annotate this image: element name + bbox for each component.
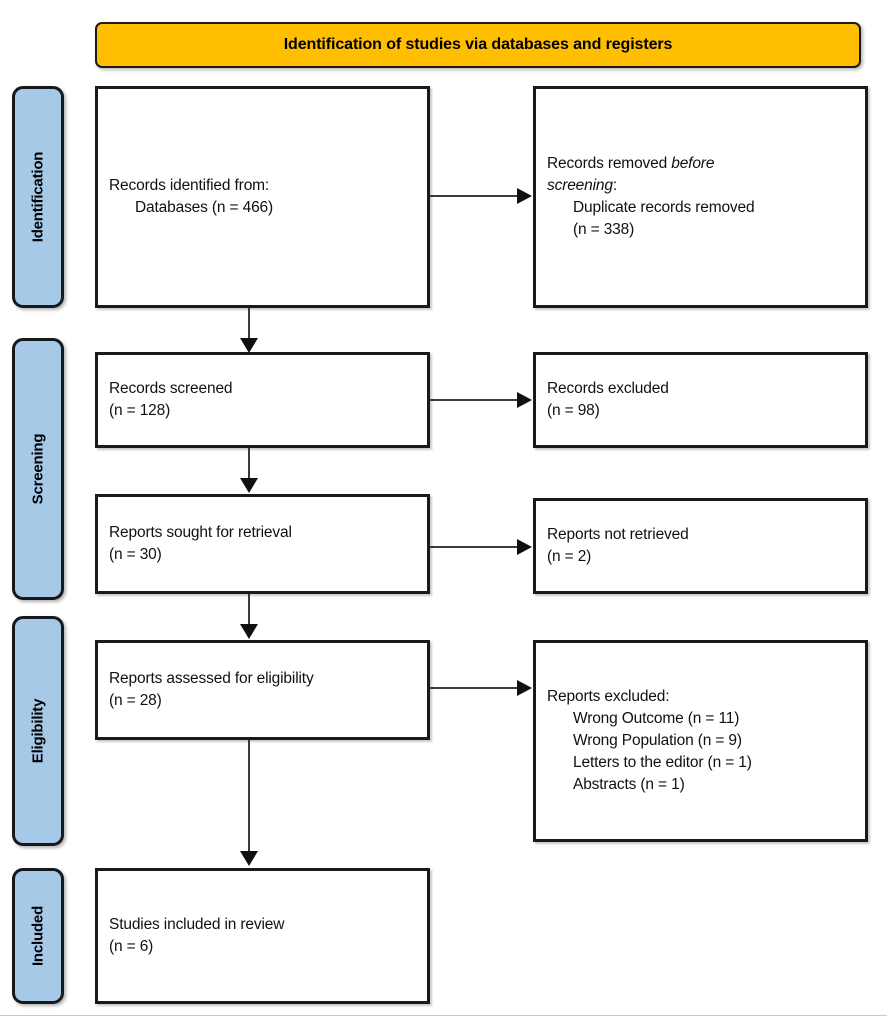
- studies-included-line-1: Studies included in review: [109, 916, 285, 933]
- arrowhead-sought-to-assessed: [240, 624, 258, 639]
- studies-included-line-2: (n = 6): [109, 938, 154, 955]
- records-removed-line-2: screening:: [547, 175, 854, 197]
- box-studies-included: Studies included in review (n = 6): [95, 868, 430, 1004]
- diagram-title: Identification of studies via databases …: [283, 36, 673, 53]
- records-removed-line-2-suffix: :: [612, 177, 618, 194]
- connector-sought-to-assessed: [248, 594, 250, 626]
- stage-label-eligibility-text: Eligibility: [29, 698, 47, 764]
- box-reports-not-retrieved-body: Reports not retrieved (n = 2): [536, 524, 865, 568]
- box-records-screened-body: Records screened (n = 128): [98, 378, 427, 422]
- records-removed-line-1-emphasis: before: [671, 155, 715, 172]
- records-excluded-line-2: (n = 98): [547, 402, 600, 419]
- arrowhead-assessed-to-included: [240, 851, 258, 866]
- records-excluded-line-1: Records excluded: [547, 380, 669, 397]
- connector-screened-to-excluded: [430, 399, 518, 401]
- arrowhead-assessed-to-excluded: [517, 680, 532, 696]
- box-reports-excluded-body: Reports excluded: Wrong Outcome (n = 11)…: [536, 686, 865, 796]
- box-records-excluded: Records excluded (n = 98): [533, 352, 868, 448]
- reports-assessed-line-2: (n = 28): [109, 692, 162, 709]
- connector-assessed-to-included: [248, 740, 250, 853]
- reports-excluded-line-5: Abstracts (n = 1): [573, 776, 685, 793]
- reports-excluded-line-2: Wrong Outcome (n = 11): [573, 710, 740, 727]
- arrowhead-screened-to-excluded: [517, 392, 532, 408]
- records-removed-line-3: Duplicate records removed: [573, 199, 755, 216]
- box-reports-sought-body: Reports sought for retrieval (n = 30): [98, 522, 427, 566]
- reports-excluded-line-4: Letters to the editor (n = 1): [573, 754, 752, 771]
- box-reports-sought: Reports sought for retrieval (n = 30): [95, 494, 430, 594]
- box-reports-assessed: Reports assessed for eligibility (n = 28…: [95, 640, 430, 740]
- reports-not-retrieved-line-1: Reports not retrieved: [547, 526, 689, 543]
- records-removed-line-4: (n = 338): [573, 221, 635, 238]
- records-identified-line-2: Databases (n = 466): [135, 199, 274, 216]
- records-screened-line-1: Records screened: [109, 380, 233, 397]
- arrowhead-screened-to-sought: [240, 478, 258, 493]
- records-removed-line-1-prefix: Records removed: [547, 155, 672, 172]
- connector-identified-to-removed: [430, 195, 518, 197]
- reports-not-retrieved-line-2: (n = 2): [547, 548, 592, 565]
- records-removed-line-1: Records removed before: [547, 153, 854, 175]
- stage-label-identification-text: Identification: [29, 151, 47, 243]
- box-reports-assessed-body: Reports assessed for eligibility (n = 28…: [98, 668, 427, 712]
- stage-label-identification: Identification: [12, 86, 64, 308]
- stage-label-included-text: Included: [29, 905, 47, 967]
- box-records-identified: Records identified from: Databases (n = …: [95, 86, 430, 308]
- reports-sought-line-1: Reports sought for retrieval: [109, 524, 292, 541]
- connector-identified-to-screened: [248, 308, 250, 341]
- connector-sought-to-not-retrieved: [430, 546, 518, 548]
- box-reports-not-retrieved: Reports not retrieved (n = 2): [533, 498, 868, 594]
- stage-label-eligibility: Eligibility: [12, 616, 64, 846]
- arrowhead-identified-to-screened: [240, 338, 258, 353]
- box-records-removed: Records removed before screening: Duplic…: [533, 86, 868, 308]
- reports-sought-line-2: (n = 30): [109, 546, 162, 563]
- records-screened-line-2: (n = 128): [109, 402, 171, 419]
- reports-excluded-line-1: Reports excluded:: [547, 688, 670, 705]
- box-records-screened: Records screened (n = 128): [95, 352, 430, 448]
- box-studies-included-body: Studies included in review (n = 6): [98, 914, 427, 958]
- reports-assessed-line-1: Reports assessed for eligibility: [109, 670, 314, 687]
- records-removed-line-2-emphasis: screening: [547, 177, 613, 194]
- bottom-divider: [0, 1015, 887, 1016]
- box-records-excluded-body: Records excluded (n = 98): [536, 378, 865, 422]
- stage-label-screening-text: Screening: [29, 433, 47, 505]
- connector-assessed-to-excluded: [430, 687, 518, 689]
- stage-label-included: Included: [12, 868, 64, 1004]
- diagram-header-banner: Identification of studies via databases …: [95, 22, 861, 68]
- connector-screened-to-sought: [248, 448, 250, 480]
- stage-label-screening: Screening: [12, 338, 64, 600]
- box-records-identified-body: Records identified from: Databases (n = …: [98, 175, 427, 219]
- arrowhead-sought-to-not-retrieved: [517, 539, 532, 555]
- arrowhead-identified-to-removed: [517, 188, 532, 204]
- box-reports-excluded: Reports excluded: Wrong Outcome (n = 11)…: [533, 640, 868, 842]
- reports-excluded-line-3: Wrong Population (n = 9): [573, 732, 742, 749]
- box-records-removed-body: Records removed before screening: Duplic…: [536, 153, 865, 241]
- records-identified-line-1: Records identified from:: [109, 177, 270, 194]
